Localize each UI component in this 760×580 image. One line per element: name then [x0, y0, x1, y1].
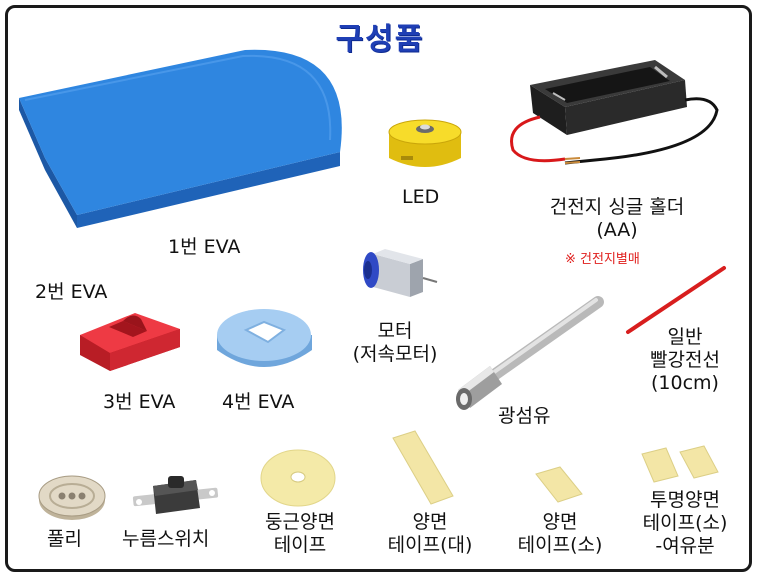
- round-tape-image: [260, 449, 336, 507]
- red-wire-label-1: 일반: [667, 326, 703, 348]
- led-label: LED: [402, 186, 440, 208]
- tape-large-label-1: 양면: [412, 511, 448, 533]
- red-wire-label-3: (10cm): [651, 372, 719, 394]
- red-wire-label-2: 빨강전선: [650, 349, 720, 371]
- motor-label-2: (저속모터): [352, 343, 438, 365]
- eva1-label: 1번 EVA: [168, 236, 241, 258]
- battery-holder-label-2: (AA): [596, 219, 638, 241]
- pulley-image: [38, 475, 106, 520]
- battery-holder-label-1: 건전지 싱글 홀더: [549, 196, 685, 218]
- eva3-label: 3번 EVA: [103, 391, 176, 413]
- round-tape-label-1: 둥근양면: [265, 511, 335, 533]
- eva1-image: [19, 49, 342, 228]
- motor-label-1: 모터: [377, 320, 413, 342]
- component-frame: [5, 5, 752, 572]
- clear-tape-label-1: 투명양면: [650, 489, 720, 511]
- clear-tape-label-3: -여유분: [655, 535, 715, 557]
- pulley-label: 풀리: [47, 528, 82, 550]
- battery-holder-image: [510, 60, 719, 165]
- optical-fiber-label: 광섬유: [498, 405, 551, 427]
- tape-small-image: [535, 466, 583, 503]
- clear-tape-image: [641, 445, 719, 483]
- eva4-label: 4번 EVA: [222, 391, 295, 413]
- optical-fiber-image: [456, 296, 604, 410]
- clear-tape-label-2: 테이프(소): [642, 512, 728, 534]
- led-image: [388, 119, 462, 167]
- tape-large-image: [392, 430, 454, 505]
- battery-sold-separately-note: ※ 건전지별매: [565, 252, 640, 267]
- push-switch-label: 누름스위치: [122, 528, 210, 550]
- motor-image: [363, 249, 438, 297]
- eva4-image: [217, 309, 312, 367]
- tape-small-label-1: 양면: [542, 511, 578, 533]
- page-title: 구성품: [335, 22, 425, 57]
- tape-large-label-2: 테이프(대): [387, 534, 473, 556]
- eva2-label: 2번 EVA: [35, 281, 108, 303]
- red-wire-image: [626, 266, 726, 334]
- round-tape-label-2: 테이프: [273, 534, 327, 556]
- tape-small-label-2: 테이프(소): [517, 534, 603, 556]
- eva3-image: [80, 313, 180, 371]
- push-switch-image: [132, 476, 219, 514]
